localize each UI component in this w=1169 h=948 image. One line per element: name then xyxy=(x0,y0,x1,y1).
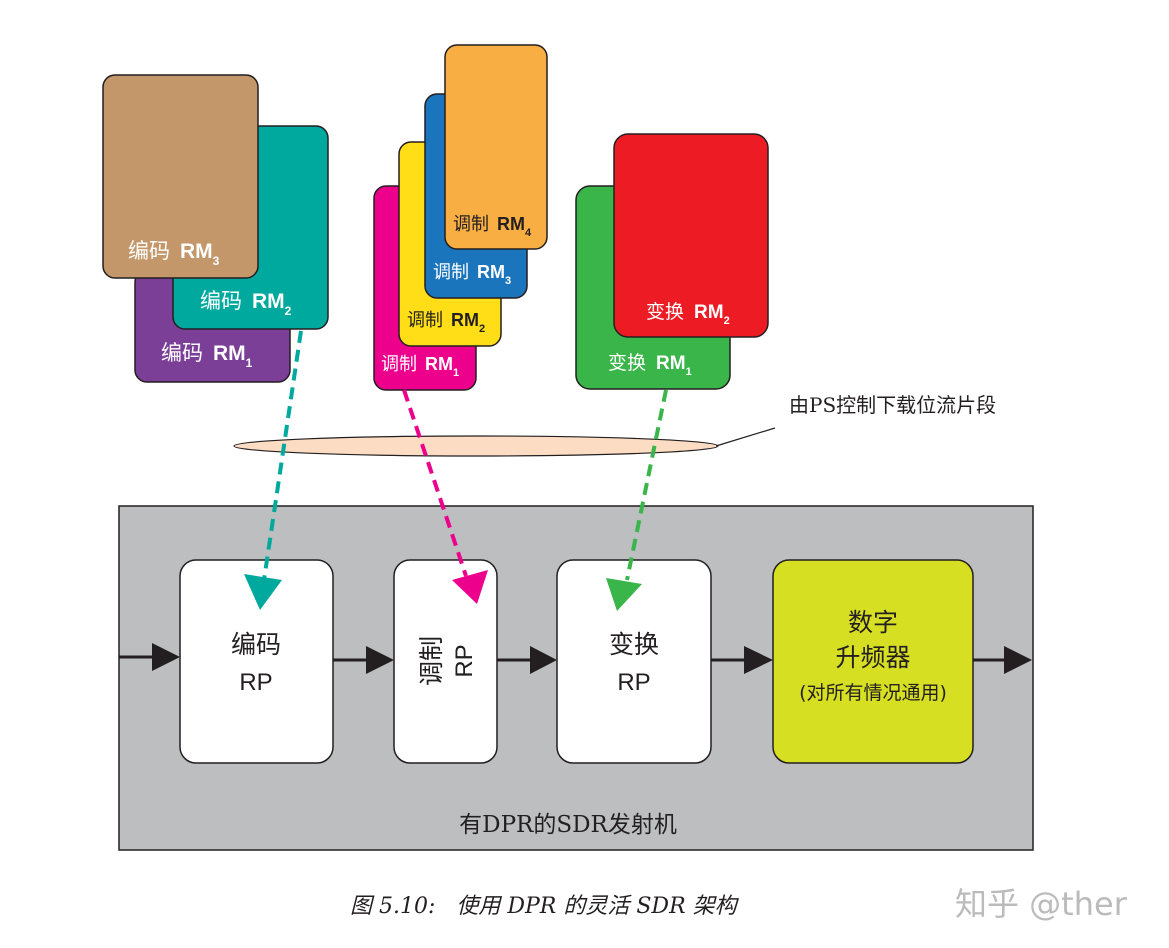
modulate-rp-line2: RP xyxy=(451,644,478,677)
ps-bitstream-ellipse xyxy=(233,435,719,457)
encode-rm1-label: 编码 xyxy=(161,341,203,365)
encode-download-line xyxy=(262,330,303,581)
modulate-rp-line1: 调制 xyxy=(417,636,446,686)
xform-rm1-label: 变换 xyxy=(608,352,646,374)
encode-rp-block: 编码 RP xyxy=(179,559,334,764)
figure-caption: 图 5.10: 使用 DPR 的灵活 SDR 架构 xyxy=(350,894,740,919)
encode-rp-line2: RP xyxy=(239,669,272,696)
ps-callout-line xyxy=(715,427,776,447)
system-label: 有DPR的SDR发射机 xyxy=(459,812,677,838)
transform-rp-line2: RP xyxy=(617,669,650,696)
upconverter-line2: 升频器 xyxy=(835,643,910,672)
modulate-download-line xyxy=(402,389,468,577)
download-arrows xyxy=(244,330,668,611)
mod-rm4-card xyxy=(444,44,548,250)
mod-rm3-label: 调制 xyxy=(433,262,469,283)
transform-download-arrowhead xyxy=(606,578,642,611)
mod-rm1-label: 调制 xyxy=(381,354,417,375)
flow-arrowhead-3 xyxy=(530,646,557,674)
xform-rm2-card xyxy=(613,133,769,338)
watermark: 知乎 @ther xyxy=(955,885,1128,923)
flow-arrowhead-5 xyxy=(1004,646,1032,674)
signal-flow-arrows xyxy=(119,643,1032,674)
transform-rp-line1: 变换 xyxy=(609,630,659,659)
flow-arrowhead-2 xyxy=(366,646,394,674)
transform-download-line xyxy=(625,389,668,581)
ps-callout-text: 由PS控制下载位流片段 xyxy=(789,393,996,417)
flow-arrowhead-4 xyxy=(744,646,773,674)
upconverter-line3: (对所有情况通用) xyxy=(799,682,947,704)
xform-rm2-label: 变换 xyxy=(646,301,684,323)
encode-rm2-label: 编码 xyxy=(200,289,242,313)
modulate-download-arrowhead xyxy=(452,570,488,604)
upconverter-block: 数字 升频器 (对所有情况通用) xyxy=(772,559,974,764)
mod-rm4-label: 调制 xyxy=(453,214,489,235)
mod-rm2-label: 调制 xyxy=(407,310,443,331)
encode-rm3-label: 编码 xyxy=(128,239,170,263)
transform-rp-block: 变换 RP xyxy=(556,559,712,764)
modulate-rp-block: 调制 RP xyxy=(393,559,498,764)
encode-download-arrowhead xyxy=(244,574,282,610)
flow-arrowhead-1 xyxy=(152,643,180,671)
encode-rp-line1: 编码 xyxy=(231,630,281,659)
encode-rm3-card xyxy=(102,74,259,279)
upconverter-line1: 数字 xyxy=(848,608,898,637)
